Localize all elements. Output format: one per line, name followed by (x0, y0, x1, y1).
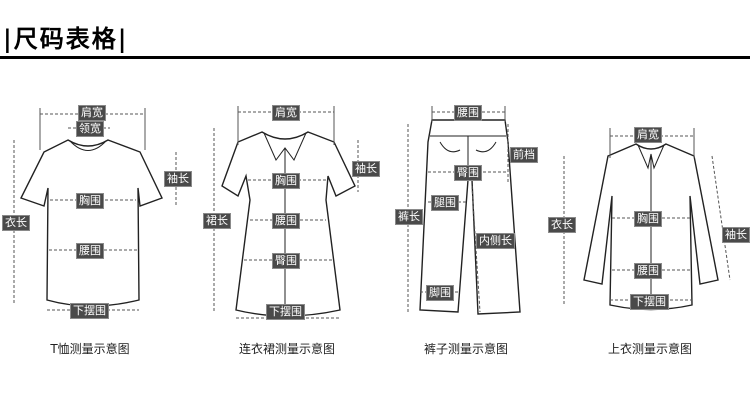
jacket-waist-label: 腰围 (634, 263, 662, 279)
pants-thigh-label: 腿围 (431, 195, 459, 211)
dress-sleeve-label: 袖长 (352, 161, 380, 177)
pants-inseam-label: 内侧长 (476, 233, 515, 249)
pants-front-rise-label: 前档 (510, 147, 538, 163)
jacket-chest-label: 胸围 (634, 211, 662, 227)
dress-hip-label: 臀围 (272, 253, 300, 269)
jacket-sleeve-label: 袖长 (722, 227, 750, 243)
tshirt-length-label: 衣长 (2, 215, 30, 231)
tshirt-caption: T恤测量示意图 (50, 342, 130, 356)
jacket-length-label: 衣长 (548, 217, 576, 233)
pants-length-label: 裤长 (395, 209, 423, 225)
tshirt-chest-label: 胸围 (76, 193, 104, 209)
page-title: |尺码表格| (3, 24, 129, 53)
dress-illustration (213, 106, 359, 319)
dress-skirt-length-label: 裙长 (203, 213, 231, 229)
tshirt-illustration (13, 108, 177, 311)
dress-shoulder-label: 肩宽 (272, 105, 300, 121)
header-divider (0, 56, 750, 59)
dress-caption: 连衣裙测量示意图 (238, 342, 336, 356)
dress-hem-label: 下摆围 (266, 304, 305, 320)
tshirt-sleeve-label: 袖长 (164, 171, 192, 187)
tshirt-neck-label: 领宽 (76, 121, 104, 137)
pants-leg-opening-label: 脚围 (426, 285, 454, 301)
pants-caption: 裤子测量示意图 (423, 342, 509, 356)
tshirt-hem-label: 下摆围 (70, 303, 109, 319)
jacket-hem-label: 下摆围 (630, 294, 669, 310)
jacket-caption: 上衣测量示意图 (607, 342, 693, 356)
tshirt-waist-label: 腰围 (76, 243, 104, 259)
dress-chest-label: 胸围 (272, 173, 300, 189)
tshirt-shoulder-label: 肩宽 (78, 105, 106, 121)
pants-illustration (407, 106, 521, 315)
jacket-shoulder-label: 肩宽 (634, 127, 662, 143)
pants-waist-label: 腰围 (454, 105, 482, 121)
pants-hip-label: 臀围 (454, 165, 482, 181)
dress-waist-label: 腰围 (272, 213, 300, 229)
